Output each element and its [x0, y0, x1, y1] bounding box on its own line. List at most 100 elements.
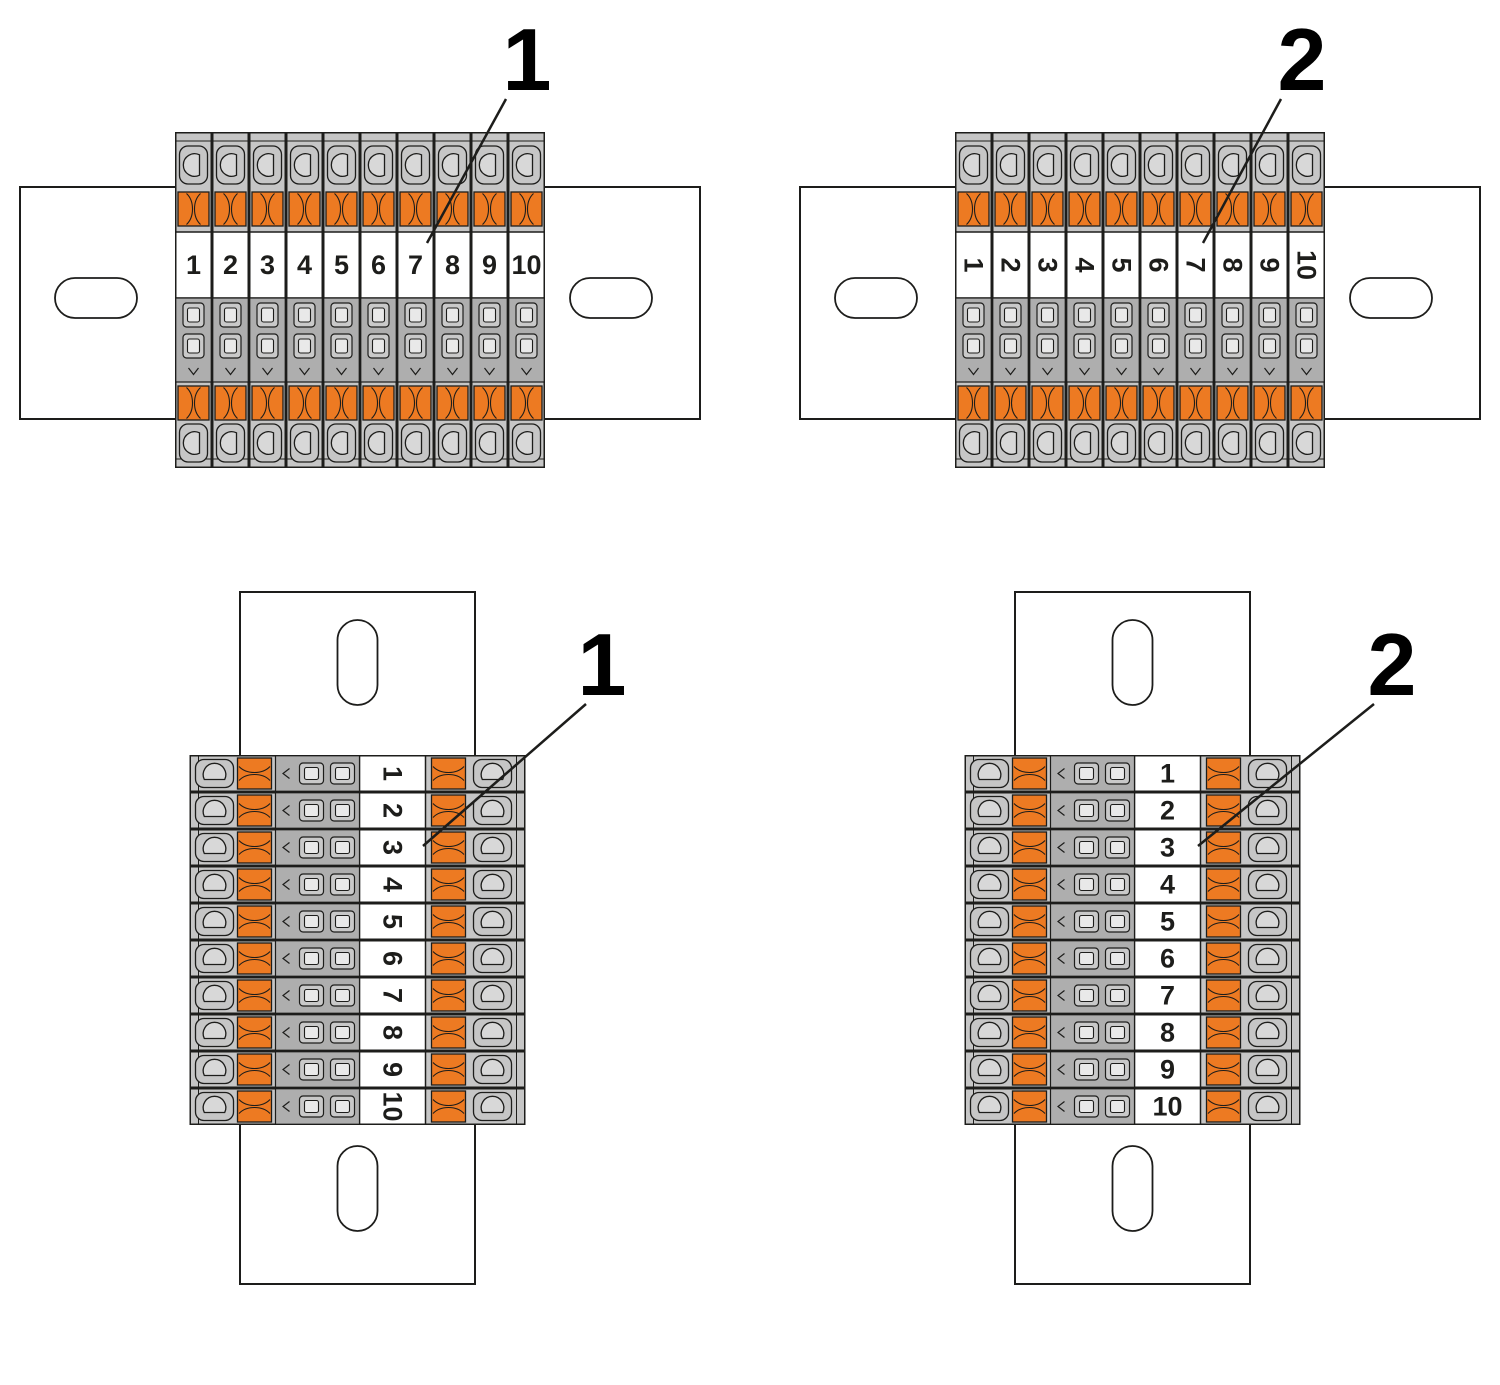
clamp-actuator [236, 757, 273, 790]
terminal-block: 6 [360, 132, 397, 468]
screw-head-icon [1036, 153, 1055, 177]
clamp-slit-right-icon [238, 884, 271, 892]
terminal-block: 9 [189, 1051, 526, 1088]
clamp-actuator [1011, 831, 1048, 864]
test-socket-opening [1109, 1025, 1126, 1040]
clamp-actuator [1011, 794, 1048, 827]
terminal-block: 1 [964, 755, 1301, 792]
terminal-number: 3 [1160, 833, 1175, 863]
clamp-actuator [1205, 1053, 1242, 1086]
screw-head-icon [1255, 910, 1280, 929]
clamp-actuator [1031, 191, 1064, 227]
clamp-slit-right-icon [1013, 1032, 1046, 1040]
terminal-number: 5 [1107, 257, 1137, 272]
clamp-slit-right-icon [1013, 1106, 1046, 1114]
terminal-block: 5 [189, 903, 526, 940]
test-socket-opening [445, 307, 460, 323]
clamp-actuator [236, 1016, 273, 1049]
clamp-actuator [473, 191, 506, 227]
rail-mounting-slot [54, 277, 138, 319]
test-socket-opening [303, 951, 320, 966]
screw-head-icon [1147, 153, 1166, 177]
terminal-block: 5 [1103, 132, 1140, 468]
clamp-actuator [430, 868, 467, 901]
clamp-slit-left-icon [1151, 387, 1159, 419]
screw-head-icon [480, 1021, 505, 1040]
screw-head-icon [480, 762, 505, 781]
test-socket-opening [1109, 840, 1126, 855]
terminal-number: 10 [1152, 1092, 1182, 1122]
terminal-block: 6 [964, 940, 1301, 977]
test-socket-opening [1262, 307, 1277, 323]
clamp-slit-right-icon [1207, 958, 1240, 966]
clamp-slit-left-icon [1207, 877, 1240, 885]
clamp-slit-right-icon [238, 773, 271, 781]
panel-horizontal-variant-1: 1 2 [19, 132, 701, 468]
terminal-block: 10 [1288, 132, 1325, 468]
test-socket-opening [334, 1062, 351, 1077]
clamp-actuator [251, 191, 284, 227]
clamp-actuator [957, 385, 990, 421]
clamp-slit-left-icon [519, 193, 527, 225]
wedge-mark-icon [336, 367, 347, 376]
clamp-slit-left-icon [238, 840, 271, 848]
clamp-slit-right-icon [341, 387, 349, 419]
panel-vertical-variant-1: 1 2 [189, 591, 526, 1285]
clamp-actuator [399, 385, 432, 421]
screw-head-icon [202, 1095, 227, 1114]
test-socket-opening [1078, 877, 1095, 892]
clamp-actuator [399, 191, 432, 227]
clamp-actuator [362, 385, 395, 421]
terminal-block: 2 [212, 132, 249, 468]
clamp-slit-right-icon [1269, 387, 1277, 419]
screw-head-icon [480, 836, 505, 855]
clamp-slit-right-icon [432, 773, 465, 781]
clamp-slit-right-icon [1195, 387, 1203, 419]
terminal-block: 2 [964, 792, 1301, 829]
clamp-slit-left-icon [1188, 193, 1196, 225]
clamp-slit-left-icon [1003, 193, 1011, 225]
terminal-block: 8 [964, 1014, 1301, 1051]
clamp-actuator [1253, 385, 1286, 421]
clamp-slit-right-icon [193, 193, 201, 225]
clamp-slit-right-icon [1269, 193, 1277, 225]
marking-strip-cell [1288, 231, 1325, 299]
wedge-mark-icon [1057, 805, 1065, 816]
terminal-block: 10 [964, 1088, 1301, 1125]
screw-head-icon [182, 431, 201, 455]
terminal-number: 6 [378, 951, 408, 966]
screw-head-icon [478, 153, 497, 177]
terminal-block: 7 [1177, 132, 1214, 468]
clamp-actuator [473, 385, 506, 421]
clamp-slit-left-icon [1225, 387, 1233, 419]
clamp-actuator [236, 1053, 273, 1086]
clamp-actuator [236, 794, 273, 827]
screw-head-icon [441, 431, 460, 455]
screw-head-icon [256, 431, 275, 455]
screw-head-icon [367, 153, 386, 177]
clamp-slit-left-icon [238, 1062, 271, 1070]
screw-head-icon [1255, 836, 1280, 855]
test-socket-opening [303, 988, 320, 1003]
screw-head-icon [515, 153, 534, 177]
terminal-number: 6 [1160, 944, 1175, 974]
test-socket-opening [1078, 840, 1095, 855]
rail-mounting-slot [569, 277, 653, 319]
clamp-slit-right-icon [1013, 921, 1046, 929]
marking-strip-cell [175, 231, 212, 299]
screw-head-icon [202, 799, 227, 818]
screw-head-icon [1255, 984, 1280, 1003]
wedge-mark-icon [262, 367, 273, 376]
marking-strip-cell [1029, 231, 1066, 299]
clamp-slit-left-icon [238, 766, 271, 774]
clamp-actuator [1290, 191, 1323, 227]
clamp-slit-left-icon [1262, 387, 1270, 419]
clamp-actuator [430, 1090, 467, 1123]
clamp-slit-right-icon [1158, 193, 1166, 225]
clamp-slit-left-icon [334, 387, 342, 419]
clamp-slit-left-icon [432, 1062, 465, 1070]
wedge-mark-icon [282, 990, 290, 1001]
clamp-slit-right-icon [973, 193, 981, 225]
clamp-actuator [1031, 385, 1064, 421]
marking-strip-cell [1214, 231, 1251, 299]
